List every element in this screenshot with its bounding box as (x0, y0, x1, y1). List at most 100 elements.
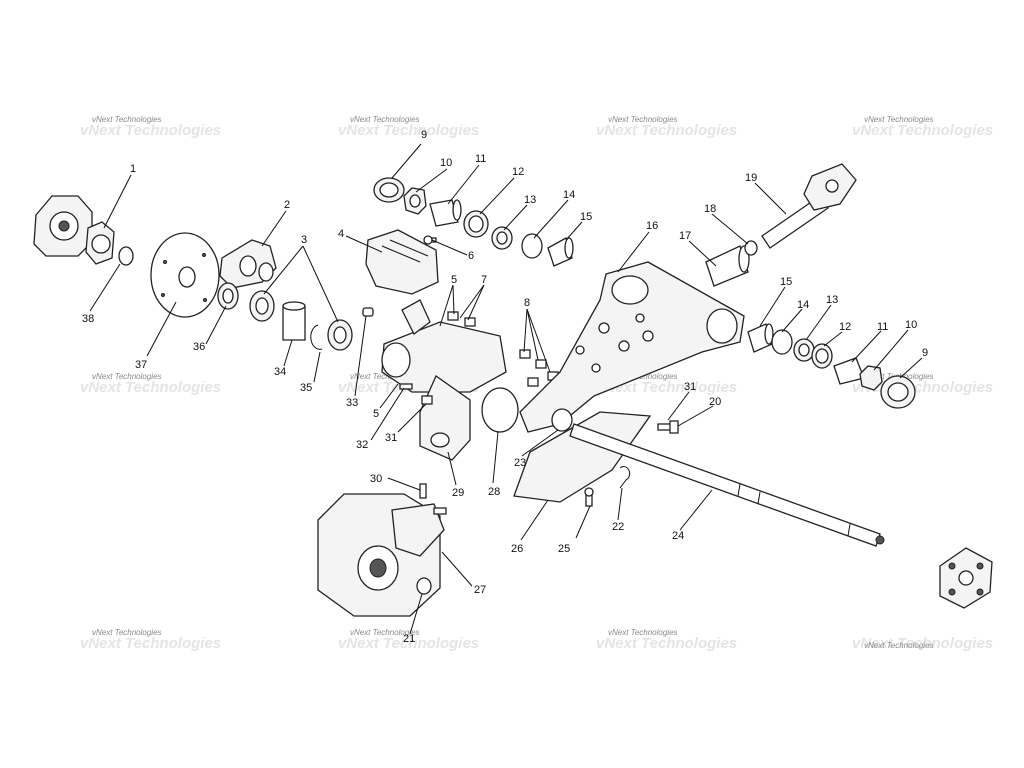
svg-text:vNext Technologies: vNext Technologies (338, 122, 479, 139)
callout-37: 37 (135, 359, 147, 371)
part-ring (521, 233, 543, 259)
callout-1: 1 (130, 163, 136, 175)
callout-18: 18 (704, 203, 716, 215)
callout-6: 6 (468, 250, 474, 262)
callout-12: 12 (839, 321, 851, 333)
svg-text:vNext Technologies: vNext Technologies (80, 122, 221, 139)
part-ring (771, 329, 793, 355)
callout-10: 10 (440, 157, 452, 169)
svg-text:vNext Technologies: vNext Technologies (596, 122, 737, 139)
svg-text:vNext Technologies: vNext Technologies (608, 115, 678, 124)
part-seal-ring (793, 338, 815, 362)
callout-13: 13 (826, 294, 838, 306)
part-screw (584, 487, 594, 507)
callout-2: 2 (284, 199, 290, 211)
leader-lines (89, 143, 923, 635)
part-brake-caliper (219, 239, 277, 289)
callout-11: 11 (475, 153, 486, 165)
svg-text:vNext Technologies: vNext Technologies (852, 635, 993, 652)
callout-15: 15 (580, 211, 592, 223)
part-sleeve (705, 245, 750, 287)
callout-29: 29 (452, 487, 464, 499)
svg-text:vNext Technologies: vNext Technologies (596, 379, 737, 396)
part-bearing (249, 290, 275, 322)
svg-text:vNext Technologies: vNext Technologies (350, 372, 420, 381)
part-nut (859, 365, 883, 391)
callout-17: 17 (679, 230, 691, 242)
part-housing-cup (880, 375, 916, 409)
callout-34: 34 (274, 366, 286, 378)
part-bolt-set (519, 349, 559, 387)
callout-26: 26 (511, 543, 523, 555)
svg-text:vNext Technologies: vNext Technologies (92, 628, 162, 637)
part-bearing (327, 319, 353, 351)
svg-text:vNext Technologies: vNext Technologies (350, 115, 420, 124)
svg-text:vNext Technologies: vNext Technologies (92, 372, 162, 381)
callout-20: 20 (709, 396, 721, 408)
part-brake-disc (150, 232, 220, 318)
callout-35: 35 (300, 382, 312, 394)
callout-9: 9 (922, 347, 928, 359)
part-seal-ring (491, 226, 513, 250)
part-drive-shaft (569, 423, 885, 547)
callout-23: 23 (514, 457, 526, 469)
callout-21: 21 (403, 633, 415, 645)
callout-12: 12 (512, 166, 524, 178)
callout-33: 33 (346, 397, 358, 409)
callout-24: 24 (672, 530, 684, 542)
part-o-ring (118, 246, 134, 266)
part-guard (365, 229, 439, 295)
callout-31: 31 (385, 432, 397, 444)
part-snap-ring (310, 324, 323, 350)
part-bolt (399, 383, 433, 405)
callout-27: 27 (474, 584, 486, 596)
svg-text:vNext Technologies: vNext Technologies (864, 641, 934, 650)
callout-30: 30 (370, 473, 382, 485)
callout-32: 32 (356, 439, 368, 451)
callout-28: 28 (488, 486, 500, 498)
part-axle-housing (381, 299, 507, 461)
callout-7: 7 (481, 274, 487, 286)
callout-13: 13 (524, 194, 536, 206)
part-gasket (481, 387, 519, 433)
part-skid-guard (513, 411, 652, 503)
callout-5: 5 (373, 408, 379, 420)
part-clip (619, 466, 631, 489)
part-pin (362, 307, 374, 317)
svg-text:vNext Technologies: vNext Technologies (864, 115, 934, 124)
callout-19: 19 (745, 172, 757, 184)
callout-36: 36 (193, 341, 205, 353)
callout-38: 38 (82, 313, 94, 325)
part-shaft-stub (429, 199, 462, 227)
callout-15: 15 (780, 276, 792, 288)
callout-9: 9 (421, 129, 427, 141)
callout-31: 31 (684, 381, 696, 393)
svg-text:vNext Technologies: vNext Technologies (80, 379, 221, 396)
callout-14: 14 (797, 299, 809, 311)
callout-25: 25 (558, 543, 570, 555)
callout-16: 16 (646, 220, 658, 232)
svg-text:vNext Technologies: vNext Technologies (350, 628, 420, 637)
part-u-joint-shaft (761, 163, 857, 249)
callout-5: 5 (451, 274, 457, 286)
part-bolt (447, 311, 476, 327)
svg-text:vNext Technologies: vNext Technologies (92, 115, 162, 124)
part-swing-arm (519, 261, 745, 433)
part-seal-ring (463, 210, 489, 238)
part-bushing (747, 323, 774, 353)
svg-text:vNext Technologies: vNext Technologies (80, 635, 221, 652)
svg-text:vNext Technologies: vNext Technologies (338, 635, 479, 652)
part-end-cover (33, 195, 115, 265)
svg-text:vNext Technologies: vNext Technologies (596, 635, 737, 652)
part-housing-cup (373, 177, 405, 203)
callout-10: 10 (905, 319, 917, 331)
